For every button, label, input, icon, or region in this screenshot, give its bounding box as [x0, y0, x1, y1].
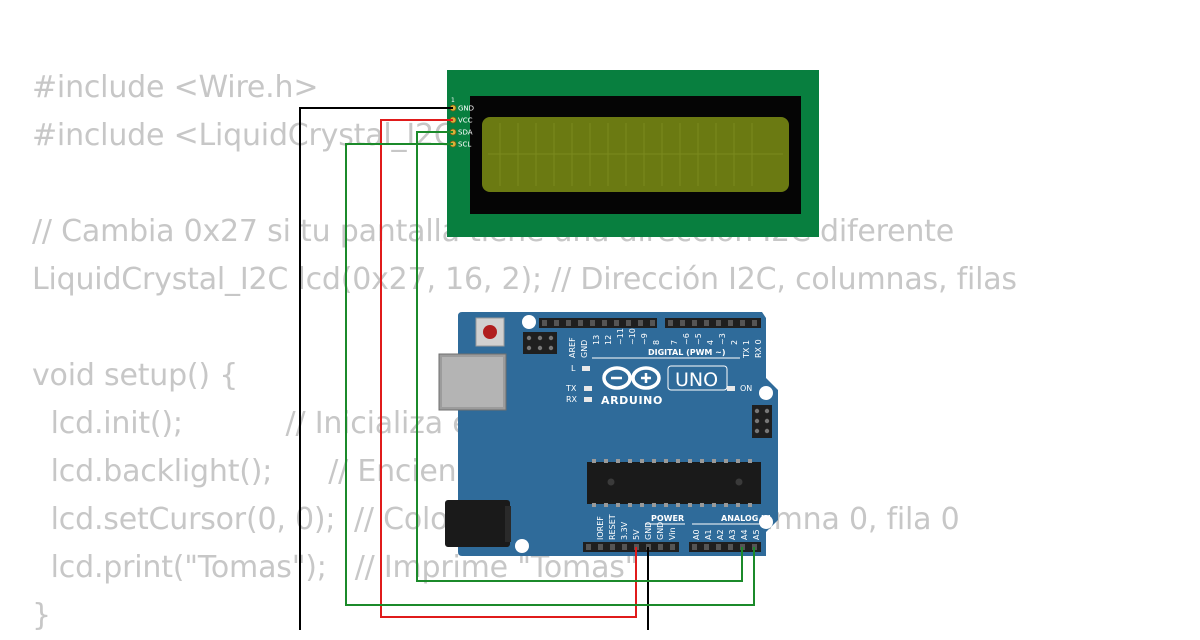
lcd-pin1-marker: 1 — [451, 97, 455, 104]
wire-scl[interactable] — [345, 143, 755, 606]
pin-label: ~11 — [616, 328, 625, 345]
arduino-logo-text: ARDUINO — [601, 394, 663, 407]
pin-label: A3 — [728, 529, 737, 540]
wire-sda[interactable] — [416, 131, 743, 582]
led-label-l: L — [571, 364, 576, 373]
led-on — [727, 386, 735, 391]
icsp-header-right — [752, 405, 772, 438]
pin-label: 8 — [652, 340, 661, 345]
code-line: void setup() { — [32, 358, 239, 393]
wire-gnd[interactable] — [299, 107, 453, 630]
pin-label: ~9 — [640, 333, 649, 345]
pin-label: RX 0 — [754, 339, 763, 358]
pin-label: IOREF — [596, 516, 605, 540]
mounting-hole — [759, 386, 773, 400]
pin-label: 13 — [592, 335, 601, 345]
icsp-header-top — [523, 332, 557, 354]
code-line: lcd.print("Tomas"); // Imprime "Tomas" — [32, 550, 639, 585]
lcd-pin-gnd[interactable]: GND — [449, 105, 474, 113]
led-rx — [584, 397, 592, 402]
analog-pin-labels: A0 A1 A2 A3 A4 A5 — [692, 529, 761, 540]
pin-label: A0 — [692, 529, 701, 540]
wires[interactable] — [299, 107, 755, 630]
analog-header[interactable] — [689, 542, 761, 552]
power-jack-edge — [505, 506, 511, 542]
lcd-pin-sda[interactable]: SDA — [449, 129, 473, 137]
pin-label: GND — [644, 522, 653, 540]
pin-label: A1 — [704, 529, 713, 540]
pin-label: ~6 — [682, 333, 691, 345]
usb-connector-inner — [442, 357, 503, 407]
digital-header-right[interactable] — [665, 318, 761, 328]
power-label: POWER — [651, 514, 684, 523]
pin-label: A5 — [752, 529, 761, 540]
pin-label: ~10 — [628, 328, 637, 345]
wire-vcc[interactable] — [380, 119, 637, 618]
pin-label-aref: AREF — [568, 337, 577, 358]
code-line: LiquidCrystal_I2C lcd(0x27, 16, 2); // D… — [32, 262, 1017, 297]
lcd-char-grid — [488, 123, 783, 186]
mounting-hole — [759, 515, 773, 529]
pin-label: GND — [656, 522, 665, 540]
pin-label: ~5 — [694, 333, 703, 345]
led-label-tx: TX — [565, 384, 577, 393]
pin-label: RESET — [608, 514, 617, 540]
arduino-uno-board[interactable]: AREF GND 13 12 ~11 ~10 ~9 8 7 ~6 ~5 4 ~3… — [438, 312, 778, 556]
pin-label: 5V — [632, 529, 641, 540]
digital-pin-labels: AREF GND 13 12 ~11 ~10 ~9 8 7 ~6 ~5 4 ~3… — [568, 328, 763, 359]
mounting-hole — [522, 315, 536, 329]
led-l — [582, 366, 590, 371]
lcd-1602-i2c[interactable]: 1 GND VCC SDA SCL — [447, 70, 819, 237]
lcd-pin-vcc[interactable]: VCC — [449, 117, 473, 125]
arduino-logo-icon — [602, 366, 661, 390]
atmega-chip — [587, 459, 761, 507]
code-line: #include <Wire.h> — [32, 70, 319, 105]
digital-label: DIGITAL (PWM ~) — [648, 348, 726, 357]
pin-label: TX 1 — [742, 340, 751, 359]
pin-label: A2 — [716, 529, 725, 540]
lcd-pin-label: VCC — [458, 117, 473, 125]
digital-header-left[interactable] — [539, 318, 657, 328]
pin-label: Vin — [668, 527, 677, 540]
analog-label: ANALOG IN — [721, 514, 771, 523]
led-label-rx: RX — [566, 395, 578, 404]
pin-label: ~3 — [718, 333, 727, 345]
led-tx — [584, 386, 592, 391]
pin-label: 7 — [670, 340, 679, 345]
model-box — [667, 365, 728, 391]
mounting-hole — [515, 539, 529, 553]
pin-label: 3.3V — [620, 521, 629, 540]
lcd-pin-label: SCL — [458, 141, 471, 149]
code-line: } — [32, 598, 51, 633]
pin-label-gnd: GND — [580, 340, 589, 358]
led-label-on: ON — [740, 384, 752, 393]
reset-button-cap — [483, 325, 497, 339]
lcd-pin-scl[interactable]: SCL — [449, 141, 471, 149]
power-header[interactable] — [583, 542, 679, 552]
pin-label: 12 — [604, 335, 613, 345]
pin-label: 2 — [730, 340, 739, 345]
power-pin-labels: IOREF RESET 3.3V 5V GND GND Vin — [596, 514, 677, 540]
lcd-pin-label: SDA — [458, 129, 473, 137]
model-label: UNO — [675, 369, 718, 391]
pin-label: A4 — [740, 529, 749, 540]
lcd-pin-label: GND — [458, 105, 474, 113]
power-jack — [445, 500, 510, 547]
pin-label: 4 — [706, 340, 715, 345]
